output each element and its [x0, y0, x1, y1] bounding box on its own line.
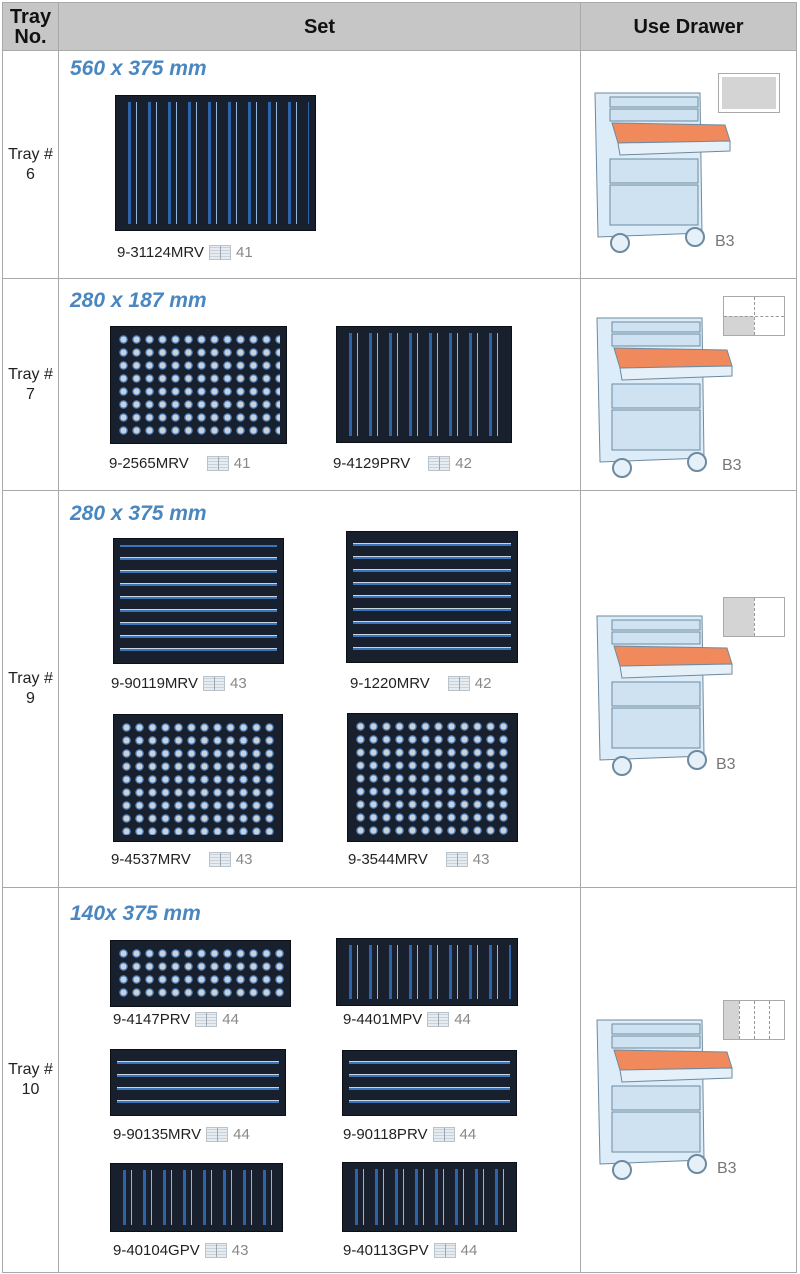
tray-10-label: Tray # 10 [2, 887, 59, 1273]
tool-cabinet-icon [592, 608, 737, 776]
drawer-code: B3 [715, 233, 735, 250]
page-number: 41 [233, 455, 251, 472]
set-code: 9-4401MPV [343, 1011, 423, 1028]
set-caption: 9-4129PRV 42 [333, 455, 472, 472]
product-image[interactable] [336, 938, 518, 1006]
page-number: 44 [222, 1011, 239, 1028]
tray-position-indicator [723, 1000, 785, 1040]
set-code: 9-4537MRV [111, 851, 191, 868]
set-code: 9-2565MRV [109, 455, 189, 472]
page-number: 43 [235, 851, 253, 868]
tool-cabinet-icon [592, 1012, 737, 1180]
set-caption: 9-4147PRV 44 [113, 1011, 239, 1028]
catalog-book-icon [432, 1127, 455, 1142]
tool-cabinet-icon [592, 310, 737, 478]
page-number: 44 [233, 1126, 250, 1143]
set-caption: 9-4401MPV 44 [343, 1011, 471, 1028]
tray-position-indicator [723, 597, 785, 637]
set-code: 9-90135MRV [113, 1126, 202, 1143]
page-number: 42 [474, 675, 492, 692]
catalog-book-icon [445, 852, 468, 867]
drawer-code: B3 [722, 457, 742, 474]
product-image[interactable] [113, 538, 284, 664]
product-image[interactable] [110, 1049, 286, 1116]
catalog-book-icon [428, 456, 451, 471]
catalog-book-icon [433, 1243, 456, 1258]
set-code: 9-4129PRV [333, 455, 411, 472]
catalog-book-icon [447, 676, 470, 691]
page-number: 43 [230, 675, 247, 692]
catalog-book-icon [427, 1012, 450, 1027]
set-code: 9-1220MRV [350, 675, 430, 692]
product-image[interactable] [110, 1163, 283, 1232]
catalog-book-icon [206, 1127, 229, 1142]
tray-position-indicator [718, 73, 780, 113]
page-number: 42 [455, 455, 472, 472]
catalog-book-icon [204, 1243, 227, 1258]
set-code: 9-3544MRV [348, 851, 428, 868]
page-number: 44 [454, 1011, 471, 1028]
catalog-book-icon [208, 852, 231, 867]
drawer-code: B3 [716, 756, 736, 773]
tray-9-label: Tray # 9 [2, 490, 59, 888]
set-caption: 9-90118PRV 44 [343, 1126, 476, 1143]
page-number: 44 [460, 1242, 478, 1259]
set-code: 9-4147PRV [113, 1011, 191, 1028]
tool-cabinet-icon [590, 85, 735, 253]
drawer-cell-tray-10 [580, 887, 797, 1273]
product-image[interactable] [347, 713, 518, 842]
set-code: 9-90119MRV [111, 675, 198, 692]
product-image[interactable] [110, 940, 291, 1007]
set-caption: 9-2565MRV 41 [109, 455, 250, 472]
catalog-book-icon [203, 676, 225, 691]
page-number: 43 [472, 851, 490, 868]
tray-6-label: Tray # 6 [2, 50, 59, 279]
set-caption: 9-40113GPV 44 [343, 1242, 477, 1259]
product-image[interactable] [336, 326, 512, 443]
set-caption: 9-1220MRV 42 [350, 675, 491, 692]
product-image[interactable] [110, 326, 287, 444]
page-number: 41 [236, 244, 253, 261]
tray-size: 280 x 375 mm [70, 502, 207, 525]
set-caption: 9-40104GPV 43 [113, 1242, 248, 1259]
tray-size: 140x 375 mm [70, 902, 201, 925]
set-code: 9-40104GPV [113, 1242, 200, 1259]
set-caption: 9-90135MRV 44 [113, 1126, 250, 1143]
tray-position-indicator [723, 296, 785, 336]
tray-7-label: Tray # 7 [2, 278, 59, 491]
tray-size: 280 x 187 mm [70, 289, 207, 312]
catalog-book-icon [209, 245, 231, 260]
product-image[interactable] [346, 531, 518, 663]
page-number: 44 [459, 1126, 477, 1143]
header-use-drawer: Use Drawer [580, 2, 797, 51]
set-code: 9-90118PRV [343, 1126, 428, 1143]
set-caption: 9-3544MRV 43 [348, 851, 489, 868]
header-set: Set [58, 2, 581, 51]
drawer-code: B3 [717, 1160, 737, 1177]
set-code: 9-40113GPV [343, 1242, 429, 1259]
catalog-book-icon [206, 456, 229, 471]
header-tray-no: Tray No. [2, 2, 59, 51]
set-caption: 9-4537MRV 43 [111, 851, 252, 868]
catalog-book-icon [195, 1012, 218, 1027]
page-number: 43 [231, 1242, 249, 1259]
product-image[interactable] [115, 95, 316, 231]
set-code: 9-31124MRV [117, 244, 204, 261]
set-caption: 9-90119MRV 43 [111, 675, 247, 692]
product-image[interactable] [113, 714, 283, 842]
product-image[interactable] [342, 1050, 517, 1116]
product-image[interactable] [342, 1162, 517, 1232]
set-caption: 9-31124MRV 41 [117, 244, 253, 261]
tray-size: 560 x 375 mm [70, 57, 207, 80]
